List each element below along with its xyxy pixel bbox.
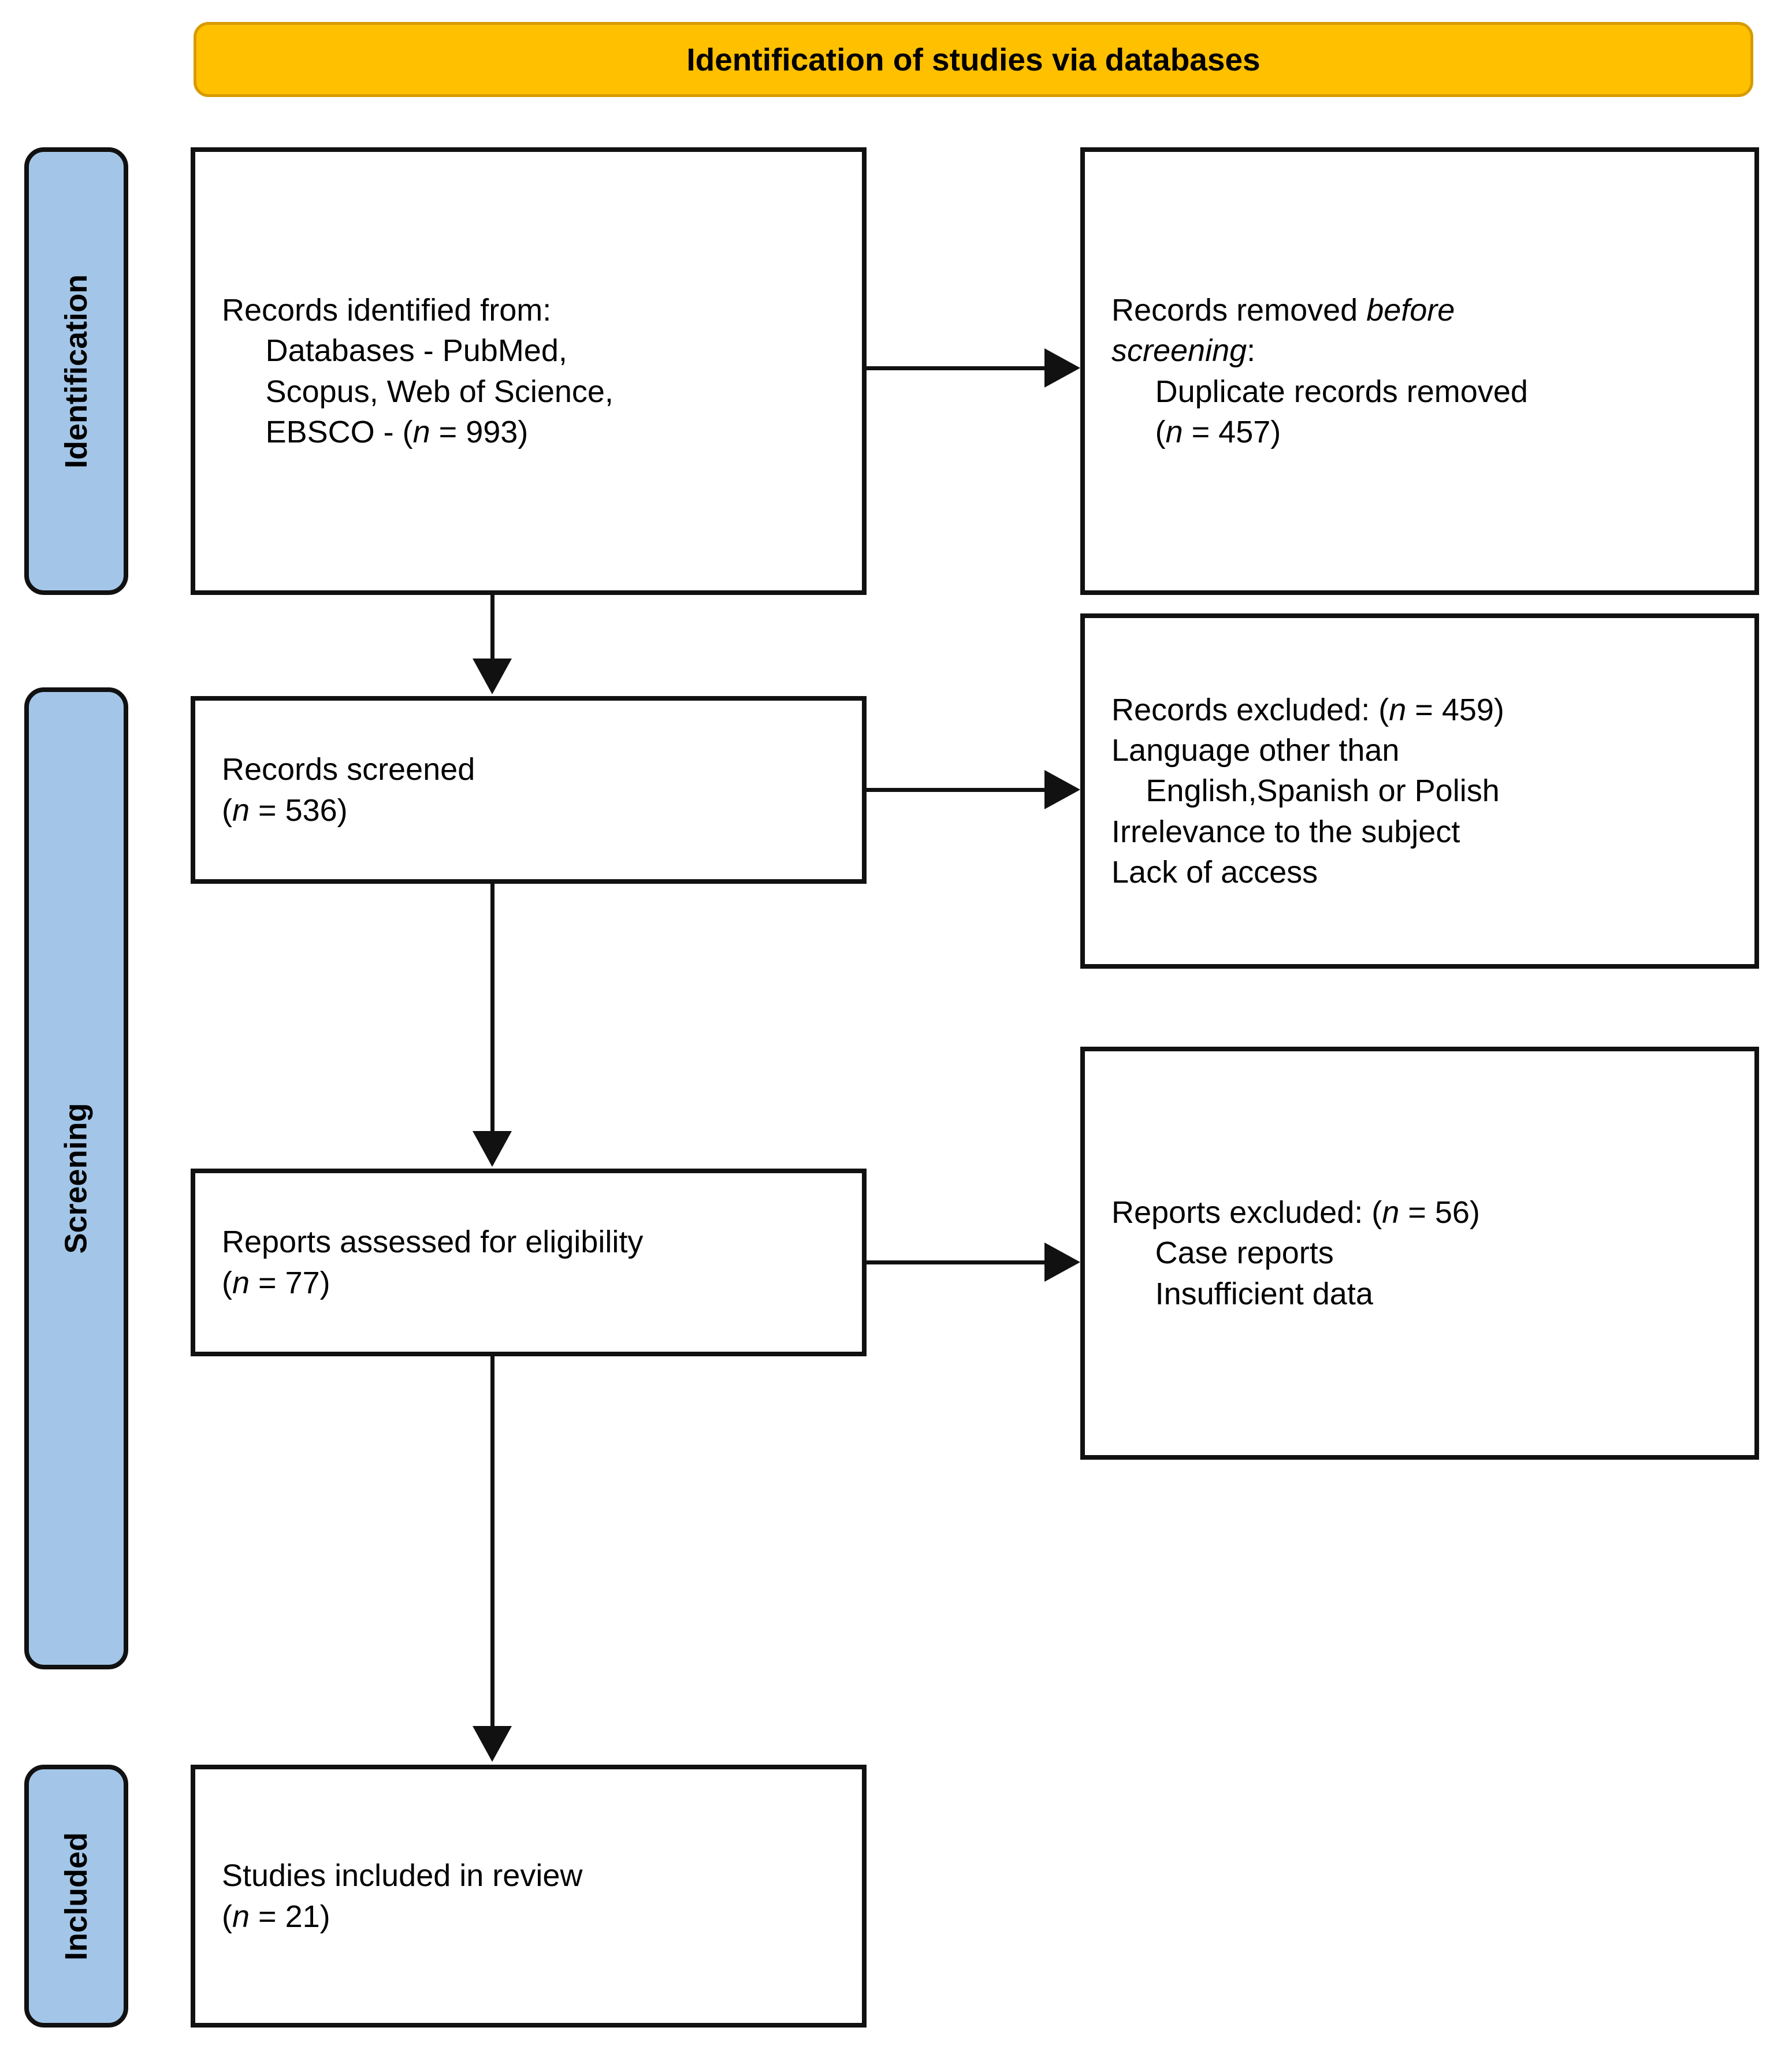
italic-n-993: n: [412, 414, 430, 449]
box-records-screened-text: Records screened (n = 536): [195, 749, 486, 830]
stage-bar-included: Included: [24, 1765, 128, 2028]
line-records-identified-2: Databases - PubMed,: [265, 333, 567, 369]
box-records-removed-text: Records removed before screening: Duplic…: [1085, 290, 1540, 452]
line-records-excluded-5: Lack of access: [1111, 854, 1318, 890]
italic-screening: screening: [1111, 333, 1247, 369]
connector-assessed-to-reports-excluded-line: [867, 1260, 1046, 1264]
connector-assessed-to-reports-excluded-arrow-icon: [1044, 1243, 1080, 1282]
stage-label-included: Included: [59, 1832, 94, 1961]
header-banner: Identification of studies via databases: [194, 22, 1753, 97]
line-reports-assessed-2-suffix: = 77): [250, 1265, 330, 1300]
line-records-excluded-2: Language other than: [1111, 733, 1400, 768]
box-records-identified: Records identified from: Databases - Pub…: [191, 147, 867, 595]
line-reports-assessed-1: Reports assessed for eligibility: [222, 1225, 644, 1260]
line-reports-excluded-2: Case reports: [1155, 1236, 1334, 1271]
line-records-removed-2-suffix: :: [1247, 333, 1256, 369]
connector-identified-to-screened-line: [490, 595, 495, 664]
box-studies-included: Studies included in review (n = 21): [191, 1765, 867, 2028]
line-studies-included-2-prefix: (: [222, 1899, 232, 1934]
line-reports-assessed-2-prefix: (: [222, 1265, 232, 1300]
box-records-screened: Records screened (n = 536): [191, 696, 867, 884]
line-records-identified-1: Records identified from:: [222, 293, 552, 328]
banner-title: Identification of studies via databases: [686, 42, 1261, 77]
connector-identified-to-removed-arrow-icon: [1044, 348, 1080, 388]
line-records-excluded-4: Irrelevance to the subject: [1111, 814, 1460, 849]
line-reports-excluded-3: Insufficient data: [1155, 1276, 1373, 1311]
line-records-identified-4-prefix: EBSCO - (: [265, 414, 413, 449]
line-reports-excluded-1-suffix: = 56): [1399, 1195, 1480, 1230]
italic-n-77: n: [232, 1265, 250, 1300]
stage-label-screening: Screening: [59, 1103, 94, 1254]
line-records-screened-1: Records screened: [222, 752, 475, 787]
box-reports-excluded: Reports excluded: (n = 56) Case reports …: [1080, 1047, 1759, 1460]
line-records-removed-3: Duplicate records removed: [1155, 374, 1528, 409]
box-records-removed: Records removed before screening: Duplic…: [1080, 147, 1759, 595]
box-reports-assessed: Reports assessed for eligibility (n = 77…: [191, 1169, 867, 1356]
connector-identified-to-screened-arrow-icon: [473, 659, 512, 694]
line-records-removed-4-prefix: (: [1155, 414, 1166, 449]
line-studies-included-1: Studies included in review: [222, 1858, 583, 1894]
italic-n-21: n: [232, 1899, 250, 1934]
box-reports-assessed-text: Reports assessed for eligibility (n = 77…: [195, 1222, 655, 1303]
stage-bar-identification: Identification: [24, 147, 128, 595]
box-reports-excluded-text: Reports excluded: (n = 56) Case reports …: [1085, 1192, 1492, 1314]
line-records-removed-4-suffix: = 457): [1183, 414, 1281, 449]
box-records-excluded-text: Records excluded: (n = 459) Language oth…: [1085, 690, 1516, 892]
connector-assessed-to-included-arrow-icon: [473, 1726, 512, 1762]
connector-screened-to-assessed-arrow-icon: [473, 1131, 512, 1167]
line-records-screened-2-suffix: = 536): [250, 793, 348, 828]
stage-label-identification: Identification: [59, 274, 94, 468]
line-records-identified-4-suffix: = 993): [430, 414, 529, 449]
connector-screened-to-excluded-arrow-icon: [1044, 770, 1080, 809]
connector-screened-to-assessed-line: [490, 884, 495, 1135]
line-studies-included-2-suffix: = 21): [250, 1899, 330, 1934]
italic-before: before: [1366, 293, 1455, 328]
line-records-screened-2-prefix: (: [222, 793, 232, 828]
connector-identified-to-removed-line: [867, 366, 1046, 370]
connector-screened-to-excluded-line: [867, 788, 1046, 792]
italic-n-459: n: [1389, 693, 1407, 728]
italic-n-536: n: [232, 793, 250, 828]
box-records-identified-text: Records identified from: Databases - Pub…: [195, 290, 625, 452]
stage-bar-screening: Screening: [24, 687, 128, 1669]
box-records-excluded: Records excluded: (n = 459) Language oth…: [1080, 613, 1759, 969]
line-records-removed-1-prefix: Records removed: [1111, 293, 1367, 328]
line-records-excluded-1-prefix: Records excluded: (: [1111, 693, 1389, 728]
line-records-identified-3: Scopus, Web of Science,: [265, 374, 614, 409]
line-records-excluded-3: English,Spanish or Polish: [1146, 773, 1500, 809]
line-reports-excluded-1-prefix: Reports excluded: (: [1111, 1195, 1382, 1230]
italic-n-457: n: [1165, 414, 1183, 449]
box-studies-included-text: Studies included in review (n = 21): [195, 1855, 594, 1936]
line-records-excluded-1-suffix: = 459): [1406, 693, 1504, 728]
italic-n-56: n: [1382, 1195, 1400, 1230]
connector-assessed-to-included-line: [490, 1356, 495, 1729]
